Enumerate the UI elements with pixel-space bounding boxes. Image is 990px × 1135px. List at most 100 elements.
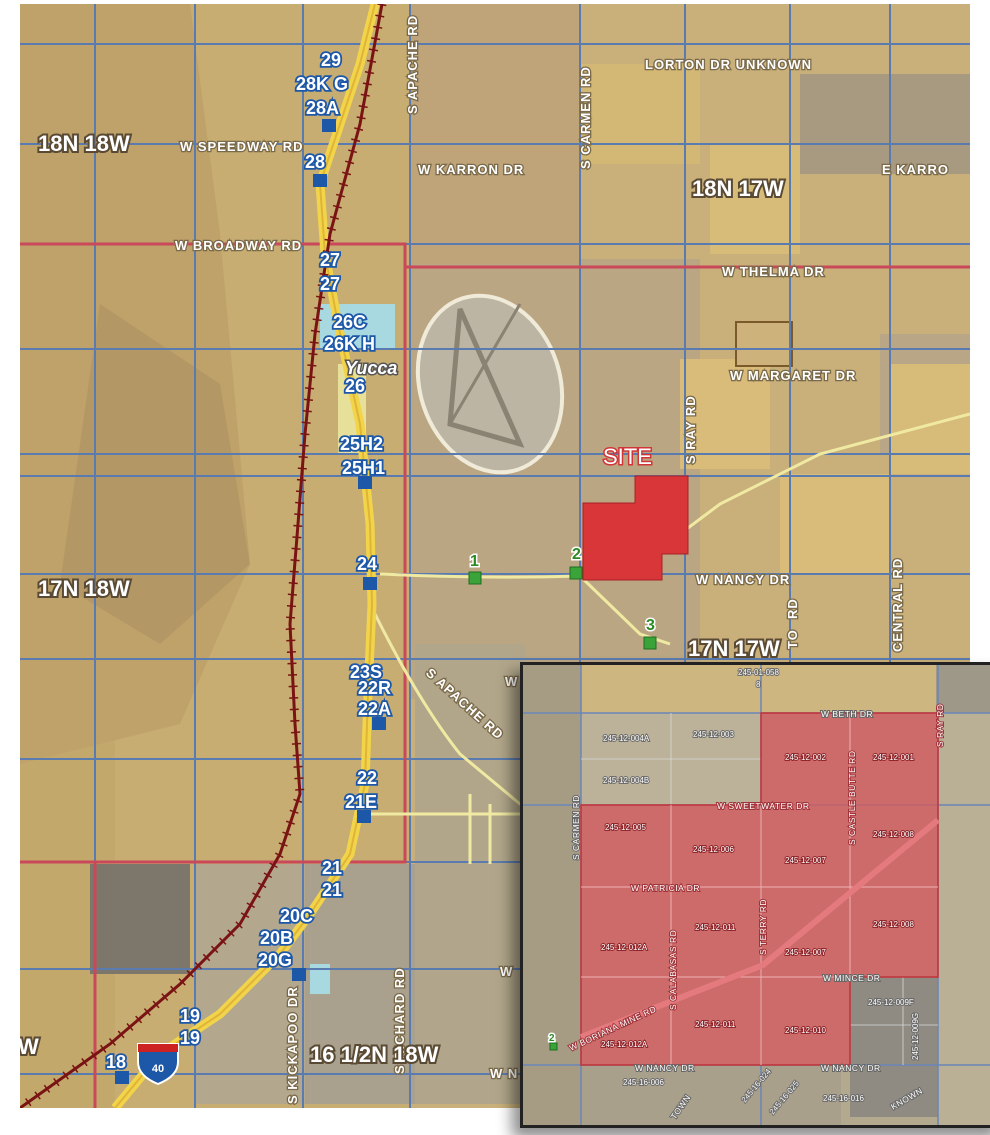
site-label: SITE bbox=[603, 444, 652, 469]
road-thelma: W THELMA DR bbox=[722, 264, 825, 279]
inset-minor-lines bbox=[581, 713, 938, 1065]
marker-18: 18 bbox=[106, 1052, 126, 1072]
marker-28: 28 bbox=[305, 152, 325, 172]
marker-25h1: 25H1 bbox=[342, 458, 385, 478]
apn-245-12-003: 245-12-003 bbox=[693, 730, 734, 739]
road-kickapoo: S KICKAPOO DR bbox=[285, 986, 300, 1104]
marker-22r: 22R bbox=[358, 678, 391, 698]
marker-21e: 21E bbox=[345, 792, 377, 812]
road-richard: S RICHARD RD bbox=[392, 967, 407, 1074]
interstate-40-label: 40 bbox=[152, 1063, 164, 1075]
marker-21b: 21 bbox=[322, 880, 342, 900]
road-karron: W KARRON DR bbox=[418, 162, 524, 177]
marker-27b: 27 bbox=[320, 274, 340, 294]
road-nancy-partial: W N bbox=[490, 1066, 518, 1081]
apn-245-12-011a: 245-12-011 bbox=[695, 923, 736, 932]
apn-245-01-058: 245-01-058 bbox=[738, 668, 779, 677]
marker-26c: 26C bbox=[333, 312, 366, 332]
road-rd-partial: RD bbox=[785, 598, 800, 619]
marker-23s: 23S bbox=[350, 662, 382, 682]
marker-20b: 20B bbox=[260, 928, 293, 948]
apn-245-12-008a: 245-12-008 bbox=[873, 830, 914, 839]
apn-245-12-009g: 245-12-009G bbox=[911, 1013, 920, 1060]
inset-road-nancy-west: W NANCY DR bbox=[635, 1063, 695, 1073]
interstate-40-shield: 40 bbox=[137, 1043, 179, 1086]
township-17n-17w: 17N 17W bbox=[688, 636, 780, 661]
inset-road-mince: W MINCE DR bbox=[823, 973, 880, 983]
township-edge-w: W bbox=[20, 1034, 39, 1059]
inset-road-nancy-east: W NANCY DR bbox=[821, 1063, 881, 1073]
township-17n-18w: 17N 18W bbox=[38, 576, 130, 601]
mile-marker-labels: 29 28K G 28A 28 27 27 26C 26K H 26 25H2 … bbox=[104, 48, 393, 1074]
apn-245-12-007b: 245-12-007 bbox=[785, 948, 826, 957]
marker-28a: 28A bbox=[306, 98, 339, 118]
road-broadway: W BROADWAY RD bbox=[175, 238, 302, 253]
inset-parcel-map[interactable]: 245-01-058 8 245-12-004A 245-12-003 245-… bbox=[520, 662, 990, 1128]
road-w-partial: W bbox=[505, 674, 518, 689]
marker-29: 29 bbox=[321, 50, 341, 70]
township-labels: 18N 18W 18N 17W 17N 18W 17N 17W 16 1/2N … bbox=[20, 129, 786, 1069]
terrain bbox=[20, 4, 970, 1108]
apn-245-12-010: 245-12-010 bbox=[785, 1026, 826, 1035]
marker-21a: 21 bbox=[322, 858, 342, 878]
apn-245-16-016: 245-16-016 bbox=[823, 1094, 864, 1103]
road-central: CENTRAL RD bbox=[890, 558, 905, 652]
marker-19a: 19 bbox=[180, 1006, 200, 1026]
marker-28kg: 28K G bbox=[296, 74, 348, 94]
marker-26: 26 bbox=[345, 376, 365, 396]
apn-245-12-002: 245-12-002 bbox=[785, 753, 826, 762]
road-nancy: W NANCY DR bbox=[696, 572, 790, 587]
inset-road-calabasas: S CALABASAS RD bbox=[668, 930, 678, 1010]
marker-24: 24 bbox=[357, 554, 377, 574]
apn-245-12-004b: 245-12-004B bbox=[603, 776, 649, 785]
road-lorton: LORTON DR UNKNOWN bbox=[645, 57, 812, 72]
inset-road-ray: S RAY RD bbox=[935, 704, 945, 747]
marker-20g: 20G bbox=[258, 950, 292, 970]
road-carmen: S CARMEN RD bbox=[578, 66, 593, 169]
township-16-half-n-18w: 16 1/2N 18W bbox=[310, 1042, 439, 1067]
green-point-2: 2 bbox=[572, 546, 581, 563]
apn-top-8: 8 bbox=[756, 680, 761, 689]
apn-245-12-012a-2: 245-12-012A bbox=[601, 1040, 648, 1049]
inset-road-patricia: W PATRICIA DR bbox=[631, 883, 700, 893]
inset-road-castle-butte: S CASTLE BUTTE RD bbox=[847, 751, 857, 845]
marker-19b: 19 bbox=[180, 1028, 200, 1048]
town-yucca: Yucca bbox=[345, 358, 397, 378]
apn-245-12-001: 245-12-001 bbox=[873, 753, 914, 762]
apn-245-12-004a: 245-12-004A bbox=[603, 734, 650, 743]
township-18n-17w: 18N 17W bbox=[692, 176, 784, 201]
road-to-partial: TO bbox=[785, 629, 800, 649]
inset-road-terry: S TERRY RD bbox=[758, 899, 768, 955]
green-point-labels: 1 2 3 bbox=[469, 545, 657, 636]
green-point-1: 1 bbox=[470, 553, 479, 570]
road-karron-east: E KARRO bbox=[882, 162, 949, 177]
road-speedway: W SPEEDWAY RD bbox=[180, 139, 304, 154]
road-margaret: W MARGARET DR bbox=[730, 368, 856, 383]
marker-22: 22 bbox=[357, 768, 377, 788]
marker-20c: 20C bbox=[280, 906, 313, 926]
green-points bbox=[468, 566, 657, 650]
apn-245-12-012a-1: 245-12-012A bbox=[601, 943, 648, 952]
marker-27a: 27 bbox=[320, 250, 340, 270]
map-canvas[interactable]: 40 S APACHE RD S CARMEN RD LORTON DR UNK… bbox=[20, 4, 970, 1108]
road-w-partial-2: W bbox=[500, 964, 513, 979]
marker-25h2: 25H2 bbox=[340, 434, 383, 454]
inset-road-beth: W BETH DR bbox=[821, 709, 873, 719]
inset-green-point bbox=[549, 1042, 558, 1051]
road-apache-north: S APACHE RD bbox=[405, 15, 420, 114]
apn-245-12-005: 245-12-005 bbox=[605, 823, 646, 832]
inset-road-carmen: S CARMEN RD bbox=[571, 795, 581, 860]
apn-245-16-006: 245-16-006 bbox=[623, 1078, 664, 1087]
marker-22a: 22A bbox=[358, 699, 391, 719]
green-point-3: 3 bbox=[646, 617, 655, 634]
mile-marker-squares bbox=[115, 119, 386, 1084]
apn-245-12-011b: 245-12-011 bbox=[695, 1020, 736, 1029]
inset-site-parcels[interactable] bbox=[579, 712, 940, 1066]
marker-26kh: 26K H bbox=[324, 334, 375, 354]
road-ray: S RAY RD bbox=[683, 395, 698, 464]
inset-road-sweetwater: W SWEETWATER DR bbox=[717, 801, 810, 811]
apn-245-12-008b: 245-12-008 bbox=[873, 920, 914, 929]
site-area[interactable] bbox=[582, 475, 689, 581]
apn-245-12-007a: 245-12-007 bbox=[785, 856, 826, 865]
railroad bbox=[20, 4, 387, 1108]
